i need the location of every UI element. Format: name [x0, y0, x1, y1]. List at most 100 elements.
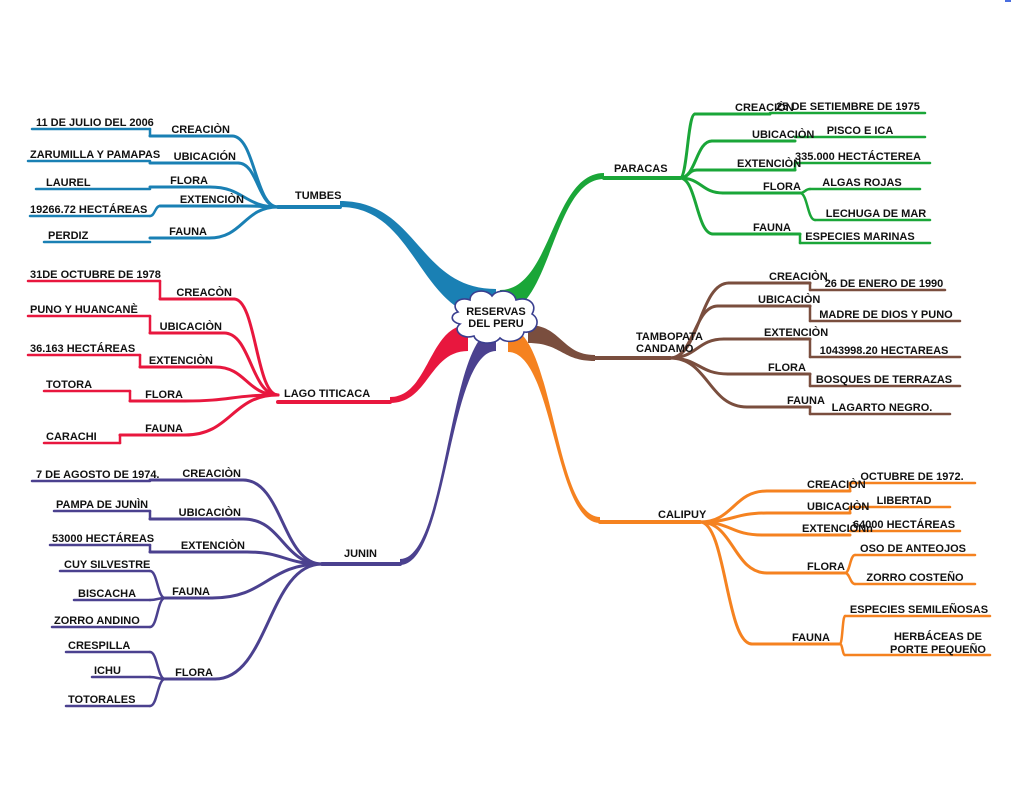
connector-calipuy-1 — [698, 511, 769, 524]
main-branch-junin — [400, 329, 496, 565]
item-label-paracas-3: FLORA — [763, 181, 801, 193]
item-label-tambopata-3: FLORA — [768, 362, 806, 374]
item-label-junin-2: EXTENCIÒN — [181, 539, 245, 552]
item-label-calipuy-1: UBICACIÒN — [807, 500, 869, 513]
value-connector-calipuy-4-0 — [838, 614, 847, 646]
item-value-junin-3-2: ZORRO ANDINO — [54, 615, 140, 627]
item-label-paracas-2: EXTENCIÒN — [737, 157, 801, 170]
item-label-tambopata-1: UBICACIÒN — [758, 293, 820, 306]
item-value-junin-3-1: BISCACHA — [78, 588, 136, 600]
item-value-paracas-3-1: LECHUGA DE MAR — [826, 208, 926, 220]
branch-title-junin: JUNIN — [344, 548, 377, 560]
branch-title-titicaca: LAGO TITICACA — [284, 388, 370, 400]
main-branch-tambopata — [528, 325, 595, 361]
item-label-junin-0: CREACIÒN — [182, 467, 241, 480]
item-value-junin-1-0: PAMPA DE JUNÌN — [56, 498, 148, 511]
item-value-tambopata-3-0: BOSQUES DE TERRAZAS — [816, 374, 952, 386]
item-value-tambopata-0-0: 26 DE ENERO DE 1990 — [825, 278, 944, 290]
central-title: DEL PERU — [468, 318, 523, 330]
item-value-junin-4-1: ICHU — [94, 665, 121, 677]
item-label-titicaca-0: CREACÒN — [176, 286, 232, 299]
value-connector-junin-4-0 — [148, 650, 167, 681]
connector-paracas-4 — [678, 176, 715, 236]
connector-junin-3 — [210, 562, 324, 600]
item-label-tambopata-2: EXTENCIÒN — [764, 326, 828, 339]
central-cloud — [451, 290, 538, 344]
connector-tumbes-1 — [236, 161, 280, 209]
item-label-calipuy-2: EXTENCIÒNn — [802, 522, 873, 535]
item-value-calipuy-0-0: OCTUBRE DE 1972. — [860, 471, 963, 483]
central-title: RESERVAS — [466, 306, 526, 318]
item-label-calipuy-0: CREACIÒN — [807, 478, 866, 491]
item-label-tumbes-2: FLORA — [170, 175, 208, 187]
item-label-tumbes-0: CREACIÒN — [171, 123, 230, 136]
item-value-calipuy-3-1: ZORRO COSTEÑO — [866, 571, 964, 584]
item-value-tumbes-4-0: PERDIZ — [48, 230, 89, 242]
item-value-calipuy-4-0: ESPECIES SEMILEÑOSAS — [850, 603, 988, 616]
item-value-calipuy-2-0: 64000 HECTÁREAS — [853, 518, 955, 531]
item-label-tumbes-4: FAUNA — [169, 226, 207, 238]
value-connector-junin-3-0 — [148, 569, 167, 600]
item-label-calipuy-3: FLORA — [807, 561, 845, 573]
branch-title-calipuy: CALIPUY — [658, 509, 707, 521]
branch-title-tambopata: CANDAMO — [636, 343, 694, 355]
connector-tambopata-4 — [668, 356, 749, 409]
item-value-junin-0-0: 7 DE AGOSTO DE 1974. — [36, 469, 160, 481]
item-label-paracas-1: UBICACIÒN — [752, 128, 814, 141]
value-connector-tumbes-3-0 — [148, 204, 162, 218]
value-connector-junin-4-2 — [148, 677, 167, 708]
connector-tumbes-4 — [207, 205, 280, 240]
item-value-tambopata-4-0: LAGARTO NEGRO. — [832, 402, 933, 414]
value-connector-calipuy-4-1 — [838, 642, 847, 657]
connector-titicaca-4 — [183, 393, 280, 437]
value-connector-calipuy-3-1 — [843, 571, 857, 586]
item-value-titicaca-4-0: CARACHI — [46, 431, 97, 443]
item-value-tumbes-2-0: LAUREL — [46, 177, 91, 189]
value-connector-paracas-3-1 — [798, 191, 817, 222]
item-value-titicaca-1-0: PUNO Y HUANCANÈ — [30, 303, 138, 316]
item-label-tambopata-0: CREACIÒN — [769, 270, 828, 283]
connector-calipuy-3 — [698, 520, 769, 575]
connector-paracas-0 — [678, 112, 697, 180]
item-label-tumbes-1: UBICACIÓN — [174, 150, 236, 163]
item-label-junin-1: UBICACIÒN — [179, 506, 241, 519]
item-label-titicaca-3: FLORA — [145, 389, 183, 401]
item-label-paracas-0: CREACIÒN — [735, 101, 794, 114]
main-branch-paracas — [500, 173, 604, 314]
item-label-junin-3: FAUNA — [172, 586, 210, 598]
branch-title-tambopata: TAMBOPATA — [636, 331, 703, 343]
item-value-titicaca-2-0: 36.163 HECTÁREAS — [30, 342, 135, 355]
item-value-calipuy-1-0: LIBERTAD — [877, 495, 932, 507]
item-value-paracas-1-0: PISCO E ICA — [827, 125, 894, 137]
item-label-titicaca-4: FAUNA — [145, 423, 183, 435]
item-value-paracas-3-0: ALGAS ROJAS — [822, 177, 901, 189]
item-value-tumbes-1-0: ZARUMILLA Y PAMAPAS — [30, 149, 160, 161]
item-value-titicaca-3-0: TOTORA — [46, 379, 92, 391]
connector-titicaca-0 — [232, 297, 280, 397]
item-label-tumbes-3: EXTENCIÒN — [180, 193, 244, 206]
item-value-tambopata-1-0: MADRE DE DIOS Y PUNO — [819, 309, 953, 321]
item-value-junin-2-0: 53000 HECTÁREAS — [52, 532, 154, 545]
connector-junin-4 — [213, 562, 324, 681]
value-connector-junin-3-2 — [148, 596, 167, 629]
item-value-tumbes-3-0: 19266.72 HECTÁREAS — [30, 203, 147, 216]
item-label-paracas-4: FAUNA — [753, 222, 791, 234]
main-branch-titicaca — [390, 325, 468, 403]
item-value-calipuy-3-0: OSO DE ANTEOJOS — [860, 543, 966, 555]
branch-title-tumbes: TUMBES — [295, 190, 341, 202]
item-value-tumbes-0-0: 11 DE JULIO DEL 2006 — [36, 117, 154, 129]
branch-title-paracas: PARACAS — [614, 163, 668, 175]
item-value-paracas-0-0: 25 DE SETIEMBRE DE 1975 — [776, 101, 920, 113]
connector-junin-2 — [245, 550, 324, 566]
main-branch-calipuy — [508, 328, 600, 523]
item-label-titicaca-1: UBICACIÒN — [160, 320, 222, 333]
connector-calipuy-4 — [698, 520, 754, 646]
item-label-calipuy-4: FAUNA — [792, 632, 830, 644]
item-label-junin-4: FLORA — [175, 667, 213, 679]
item-value-titicaca-0-0: 31DE OCTUBRE DE 1978 — [30, 269, 161, 281]
item-value-junin-3-0: CUY SILVESTRE — [64, 559, 150, 571]
corner-mark — [1005, 0, 1011, 2]
